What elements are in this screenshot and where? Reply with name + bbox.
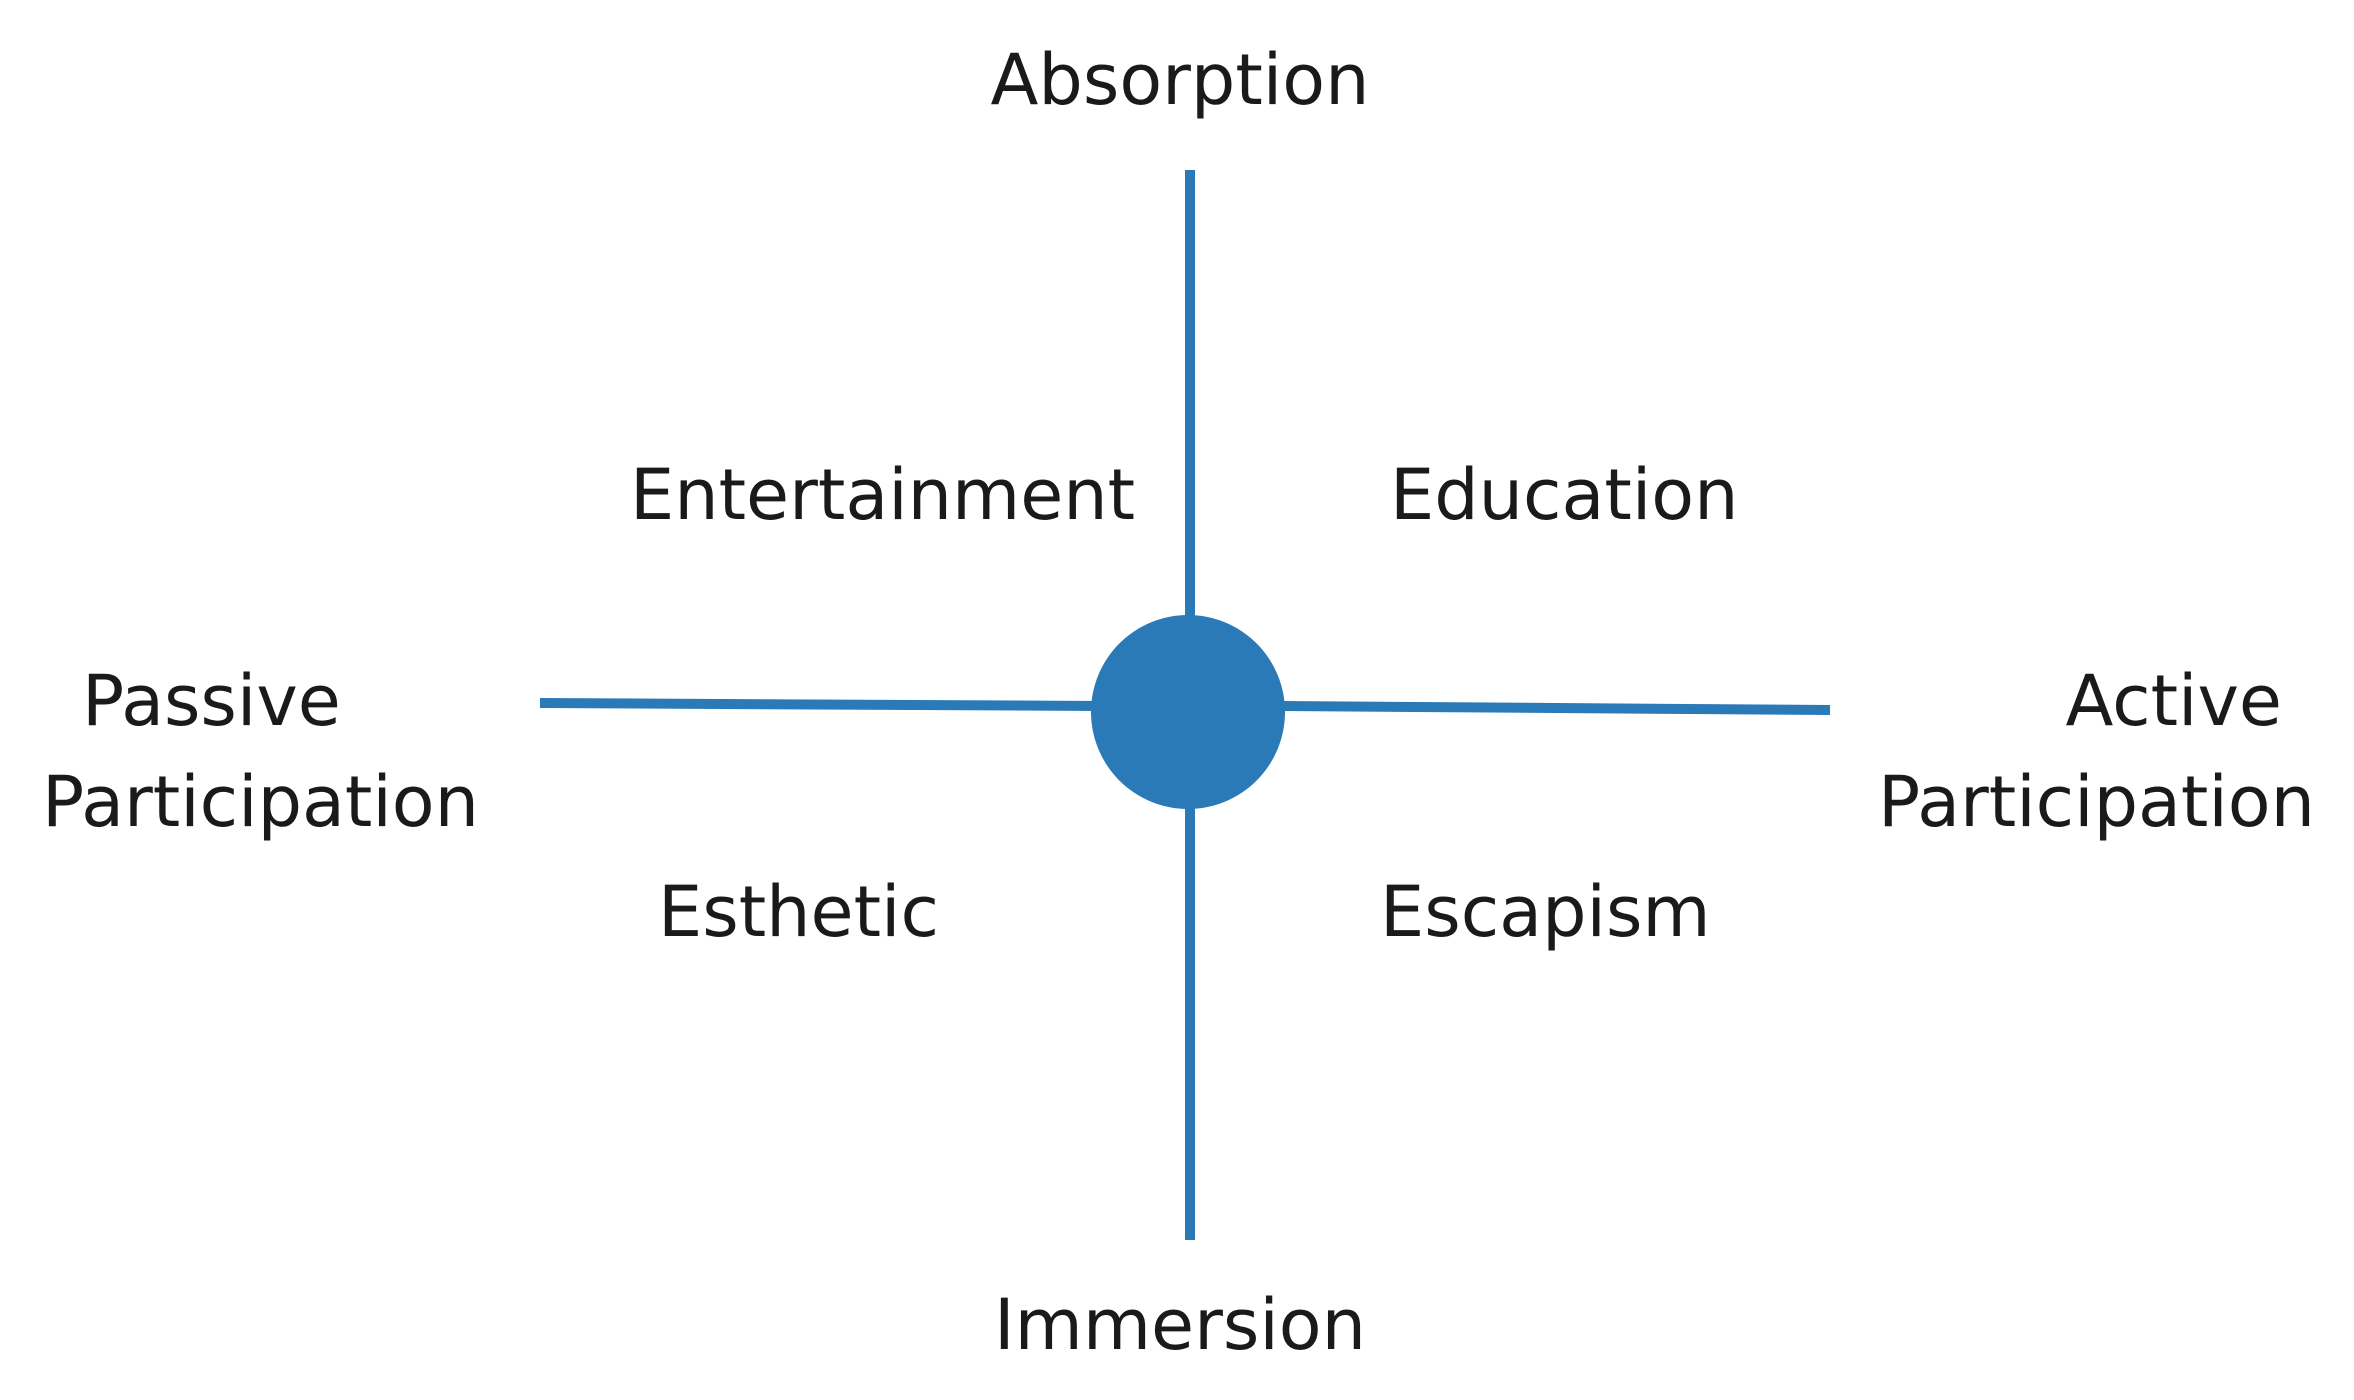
quadrant-label-bottom-right: Escapism xyxy=(1380,871,1711,953)
axis-label-right-line1: Active xyxy=(2065,660,2282,742)
horizontal-axis-left xyxy=(539,698,1101,711)
horizontal-axis-right xyxy=(1279,701,1831,715)
quadrant-label-top-right: Education xyxy=(1390,454,1739,536)
center-dot xyxy=(1091,615,1285,809)
axis-label-left-line1: Passive xyxy=(82,660,341,742)
axis-label-top: Absorption xyxy=(990,39,1370,121)
quadrant-label-bottom-left: Esthetic xyxy=(658,871,939,953)
axis-label-bottom: Immersion xyxy=(994,1284,1366,1366)
axis-label-right-line2: Participation xyxy=(1878,761,2315,843)
axis-label-left-line2: Participation xyxy=(42,761,479,843)
quadrant-label-top-left: Entertainment xyxy=(630,454,1136,536)
